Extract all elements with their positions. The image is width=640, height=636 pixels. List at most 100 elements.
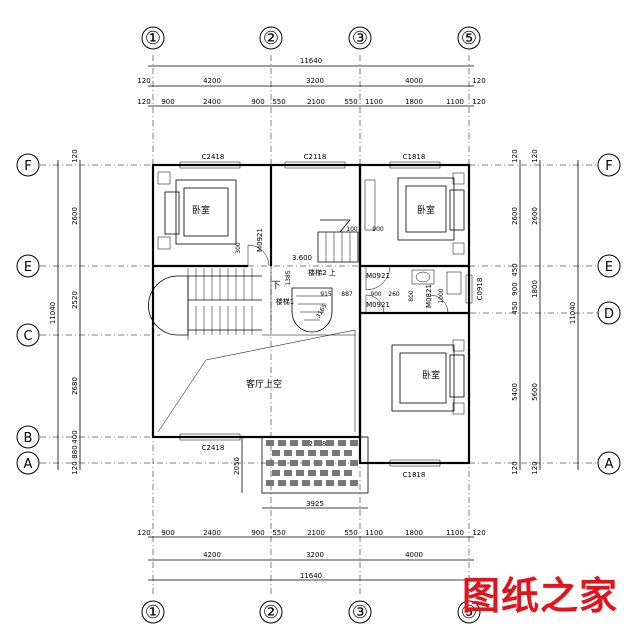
vertical-grid-lines <box>152 55 470 595</box>
svg-text:⑤: ⑤ <box>461 602 477 623</box>
door-labels: M0921 M0921 M0921 M0821 <box>256 228 433 309</box>
svg-text:M0821: M0821 <box>425 284 433 308</box>
svg-text:3200: 3200 <box>306 551 324 559</box>
svg-text:A: A <box>605 457 614 472</box>
svg-text:②: ② <box>263 28 279 49</box>
axis-bubble-left-B: B <box>16 425 40 449</box>
svg-text:120: 120 <box>511 461 519 474</box>
svg-text:B: B <box>24 431 33 446</box>
svg-text:900: 900 <box>161 529 174 537</box>
svg-text:900: 900 <box>251 529 264 537</box>
svg-text:550: 550 <box>272 529 285 537</box>
svg-text:915: 915 <box>320 291 332 298</box>
svg-text:2600: 2600 <box>531 207 539 225</box>
bed-top-left: 卧室 <box>157 171 237 250</box>
svg-text:450: 450 <box>511 263 519 276</box>
svg-text:F: F <box>605 159 612 174</box>
bottom-axis-bubbles: ① ② ③ ⑤ <box>141 600 481 624</box>
windows <box>179 161 473 467</box>
svg-text:2400: 2400 <box>203 529 221 537</box>
svg-text:2100: 2100 <box>307 98 325 106</box>
svg-text:900: 900 <box>161 98 174 106</box>
svg-text:1800: 1800 <box>531 280 539 298</box>
balcony: 3925 2050 <box>233 436 369 509</box>
svg-text:120: 120 <box>71 461 79 474</box>
svg-text:120: 120 <box>137 77 150 85</box>
svg-text:②: ② <box>263 602 279 623</box>
svg-text:楼梯1: 楼梯1 <box>276 297 294 306</box>
interior-walls <box>153 165 469 330</box>
axis-bubble-bottom-2: ② <box>259 600 283 624</box>
svg-text:550: 550 <box>272 98 285 106</box>
svg-text:C2418: C2418 <box>202 153 225 161</box>
svg-text:2680: 2680 <box>71 377 79 395</box>
svg-text:120: 120 <box>472 529 485 537</box>
svg-text:M0921: M0921 <box>366 272 390 280</box>
axis-bubble-top-2: ② <box>259 26 283 50</box>
svg-text:4200: 4200 <box>203 551 221 559</box>
svg-text:3200: 3200 <box>306 77 324 85</box>
svg-text:880: 880 <box>71 445 79 458</box>
svg-text:550: 550 <box>344 98 357 106</box>
bathroom-fixtures <box>411 269 462 295</box>
room-bedroom-1: 卧室 <box>192 204 210 216</box>
svg-text:C1818: C1818 <box>403 471 426 479</box>
svg-text:120: 120 <box>511 149 519 162</box>
living-room-void: 客厅上空 <box>157 329 356 433</box>
axis-bubble-bottom-5: ⑤ <box>457 600 481 624</box>
axis-bubble-left-F: F <box>16 153 40 177</box>
svg-text:C2118: C2118 <box>304 153 327 161</box>
left-dimensions: 11040 120 2600 2520 2680 400 880 120 <box>49 149 81 475</box>
svg-text:550: 550 <box>344 529 357 537</box>
svg-text:C1818: C1818 <box>403 153 426 161</box>
svg-text:120: 120 <box>137 98 150 106</box>
svg-text:800: 800 <box>408 290 415 302</box>
axis-bubble-right-D: D <box>597 301 621 325</box>
svg-text:M0921: M0921 <box>256 228 264 252</box>
svg-text:2600: 2600 <box>511 207 519 225</box>
svg-text:4000: 4000 <box>405 77 423 85</box>
left-axis-bubbles: F E C B A <box>16 153 40 475</box>
axis-bubble-left-A: A <box>16 451 40 475</box>
stair-1 <box>148 268 262 340</box>
room-bedroom-3: 卧室 <box>422 369 440 381</box>
svg-text:1100: 1100 <box>365 529 383 537</box>
svg-text:1100: 1100 <box>365 98 383 106</box>
svg-text:③: ③ <box>352 28 368 49</box>
axis-bubble-right-A: A <box>597 451 621 475</box>
svg-text:11640: 11640 <box>300 572 322 580</box>
balcony-depth-dim: 2050 <box>233 457 241 475</box>
top-dimensions: 11640 120 4200 3200 4000 120 120 900 240… <box>137 57 486 107</box>
svg-text:900: 900 <box>372 226 384 233</box>
svg-text:5600: 5600 <box>531 383 539 401</box>
svg-text:F: F <box>24 159 31 174</box>
svg-text:A: A <box>24 457 33 472</box>
svg-text:11640: 11640 <box>300 57 322 65</box>
svg-text:260: 260 <box>388 291 400 298</box>
svg-text:100: 100 <box>346 226 358 233</box>
bottom-dimensions: 120 900 2400 900 550 2100 550 1100 1800 … <box>137 529 486 581</box>
svg-text:1800: 1800 <box>405 529 423 537</box>
top-axis-bubbles: ① ② ③ ⑤ <box>141 26 481 50</box>
svg-text:2600: 2600 <box>71 207 79 225</box>
svg-text:120: 120 <box>472 98 485 106</box>
svg-text:887: 887 <box>341 291 353 298</box>
svg-text:①: ① <box>145 602 161 623</box>
axis-bubble-right-E: E <box>597 254 621 278</box>
svg-text:1100: 1100 <box>446 529 464 537</box>
room-living-void: 客厅上空 <box>246 378 282 390</box>
svg-text:120: 120 <box>472 77 485 85</box>
svg-text:3.600: 3.600 <box>292 254 312 262</box>
svg-text:900: 900 <box>370 291 382 298</box>
svg-text:1000: 1000 <box>438 288 445 303</box>
svg-text:M0921: M0921 <box>366 301 390 309</box>
svg-text:300: 300 <box>235 242 242 254</box>
axis-bubble-bottom-1: ① <box>141 600 165 624</box>
svg-text:450: 450 <box>511 301 519 314</box>
watermark-logo: 图纸之家 <box>461 574 618 618</box>
axis-bubble-bottom-3: ③ <box>348 600 372 624</box>
svg-text:E: E <box>605 260 613 275</box>
stair-2 <box>291 219 359 333</box>
bed-lower-right: 卧室 <box>391 339 465 415</box>
balcony-width-dim: 3925 <box>306 500 324 508</box>
